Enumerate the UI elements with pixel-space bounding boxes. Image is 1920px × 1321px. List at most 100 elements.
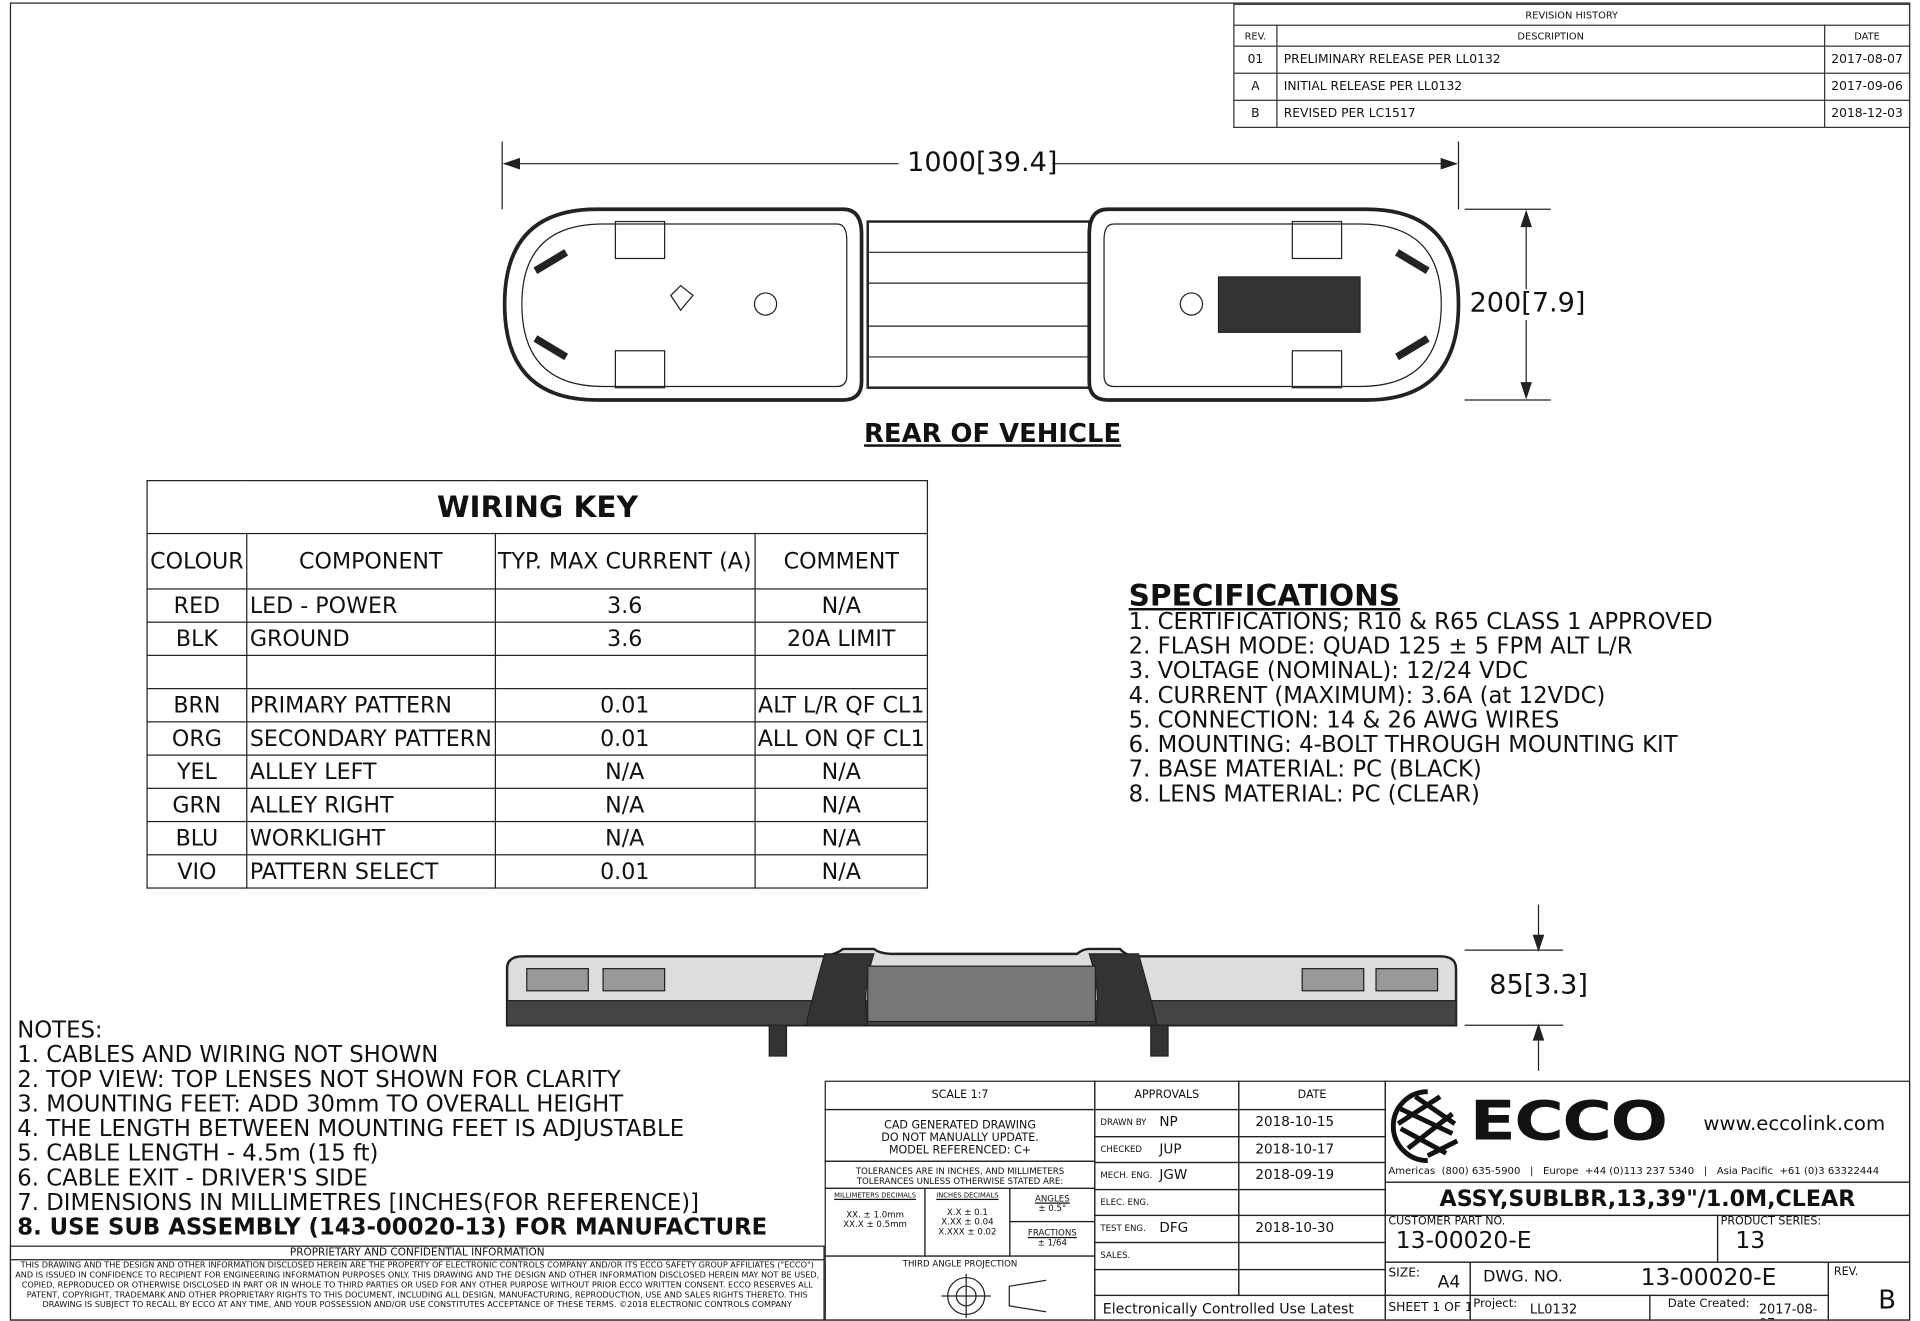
note-item: 5. CABLE LENGTH - 4.5m (15 ft): [17, 1140, 379, 1167]
proprietary-block: PROPRIETARY AND CONFIDENTIAL INFORMATION…: [9, 1245, 825, 1321]
approval-date: 2018-10-17: [1238, 1135, 1386, 1164]
inch-label: INCHES DECIMALS: [936, 1192, 999, 1201]
wiring-colour: BRN: [146, 688, 248, 723]
company-block: ECCO www.eccolink.com Americas (800) 635…: [1384, 1080, 1911, 1183]
drawing-number: DWG. NO. 13-00020-E: [1469, 1261, 1829, 1297]
date-header: DATE: [1238, 1080, 1386, 1111]
fractions-label: FRACTIONS: [1027, 1228, 1077, 1239]
date-created-value: 2017-08-07: [1758, 1302, 1818, 1319]
note-item: 7. DIMENSIONS IN MILLIMETRES [INCHES(FOR…: [17, 1190, 700, 1217]
mm-line: XX. ± 1.0mm: [846, 1209, 904, 1220]
height-ref: [3.3]: [1523, 969, 1588, 1001]
rev: A: [1233, 72, 1278, 101]
spec-item: 6. MOUNTING: 4-BOLT THROUGH MOUNTING KIT: [1128, 732, 1678, 759]
description: INITIAL RELEASE PER LL0132: [1276, 72, 1826, 101]
third-angle-projection-icon: [941, 1273, 1072, 1319]
rev-label: REV.: [1833, 1266, 1859, 1279]
approval-role: [1094, 1268, 1240, 1297]
notes-title: NOTES:: [17, 1017, 103, 1044]
revision-history-title: REVISION HISTORY: [1233, 3, 1911, 26]
approver: JGW: [1159, 1167, 1188, 1184]
top-width-dimension: 1000[39.4]: [907, 148, 1057, 179]
height-value: 85: [1489, 969, 1524, 1001]
width-ref: [39.4]: [976, 147, 1058, 179]
component-header: COMPONENT: [246, 532, 496, 590]
note-item: 6. CABLE EXIT - DRIVER'S SIDE: [17, 1165, 368, 1192]
tolerance-line: TOLERANCES UNLESS OTHERWISE STATED ARE:: [856, 1176, 1064, 1187]
description: PRELIMINARY RELEASE PER LL0132: [1276, 45, 1826, 74]
rev-value: B: [1878, 1284, 1896, 1315]
note-item: 4. THE LENGTH BETWEEN MOUNTING FEET IS A…: [17, 1116, 685, 1143]
wiring-component: WORKLIGHT: [246, 820, 496, 856]
fractions-value: ± 1/64: [1037, 1238, 1067, 1249]
tolerance-note: TOLERANCES ARE IN INCHES, AND MILLIMETER…: [824, 1160, 1096, 1189]
rev-header: REV.: [1233, 24, 1278, 47]
wiring-current: N/A: [494, 820, 756, 856]
approval-date: 2018-10-15: [1238, 1108, 1386, 1137]
approver: NP: [1159, 1113, 1178, 1130]
cad-note-line: MODEL REFERENCED: C+: [888, 1144, 1032, 1157]
revision: REV. B: [1827, 1261, 1911, 1321]
spec-item: 8. LENS MATERIAL: PC (CLEAR): [1128, 781, 1480, 808]
wiring-colour: VIO: [146, 854, 248, 889]
colour-header: COLOUR: [146, 532, 248, 590]
size-value: A4: [1437, 1272, 1461, 1293]
wiring-colour: ORG: [146, 721, 248, 756]
wiring-current: N/A: [494, 754, 756, 789]
note-item: 3. MOUNTING FEET: ADD 30mm TO OVERALL HE…: [17, 1091, 624, 1118]
wiring-current: 0.01: [494, 688, 756, 723]
mm-line: XX.X ± 0.5mm: [843, 1219, 907, 1230]
note-item-bold: 8. USE SUB ASSEMBLY (143-00020-13) FOR M…: [17, 1214, 768, 1241]
inch-line: X.X ± 0.1: [946, 1207, 988, 1218]
product-series-value: 13: [1735, 1227, 1766, 1255]
cad-note-line: DO NOT MANUALLY UPDATE.: [881, 1132, 1039, 1145]
role: ELEC. ENG.: [1100, 1197, 1149, 1208]
date: 2018-12-03: [1823, 99, 1911, 129]
inch-line: X.XX ± 0.04: [941, 1217, 994, 1228]
wiring-component: SECONDARY PATTERN: [246, 721, 496, 756]
height-value: 200: [1469, 288, 1522, 319]
wiring-comment: ALT L/R QF CL1: [754, 688, 929, 723]
proprietary-text: THIS DRAWING AND THE DESIGN AND OTHER IN…: [15, 1260, 820, 1310]
specifications: SPECIFICATIONS 1. CERTIFICATIONS; R10 & …: [1128, 578, 1713, 808]
part-title: ASSY,SUBLBR,13,39"/1.0M,CLEAR: [1384, 1181, 1911, 1217]
wiring-colour: YEL: [146, 754, 248, 789]
approver: JUP: [1159, 1140, 1182, 1157]
wiring-comment: N/A: [754, 787, 929, 823]
wiring-current: 3.6: [494, 621, 756, 657]
role: MECH. ENG.: [1100, 1170, 1153, 1181]
cad-note-line: CAD GENERATED DRAWING: [884, 1120, 1036, 1133]
wiring-comment: N/A: [754, 754, 929, 789]
date-header: DATE: [1823, 24, 1911, 47]
angles-value: ± 0.5°: [1038, 1203, 1067, 1214]
ecco-globe-logo: [1390, 1089, 1459, 1164]
note-item: 1. CABLES AND WIRING NOT SHOWN: [17, 1042, 439, 1069]
width-value: 1000: [907, 147, 977, 179]
fractions: FRACTIONS± 1/64: [1009, 1220, 1096, 1257]
wiring-comment: ALL ON QF CL1: [754, 721, 929, 756]
customer-part-value: 13-00020-E: [1395, 1227, 1532, 1255]
top-view-drawing: [501, 141, 1551, 402]
description: REVISED PER LC1517: [1276, 99, 1826, 129]
wiring-current: [494, 654, 756, 690]
scale: SCALE 1:7: [824, 1080, 1096, 1111]
specifications-title: SPECIFICATIONS: [1128, 578, 1401, 613]
spec-item: 1. CERTIFICATIONS; R10 & R65 CLASS 1 APP…: [1128, 609, 1713, 636]
wiring-component: LED - POWER: [246, 588, 496, 623]
wiring-current: 0.01: [494, 721, 756, 756]
customer-part-label: CUSTOMER PART NO.: [1388, 1216, 1506, 1229]
wiring-current: 3.6: [494, 588, 756, 623]
wiring-comment: N/A: [754, 820, 929, 856]
approval-role: TEST ENG.DFG: [1094, 1215, 1240, 1244]
role: SALES.: [1100, 1250, 1131, 1261]
